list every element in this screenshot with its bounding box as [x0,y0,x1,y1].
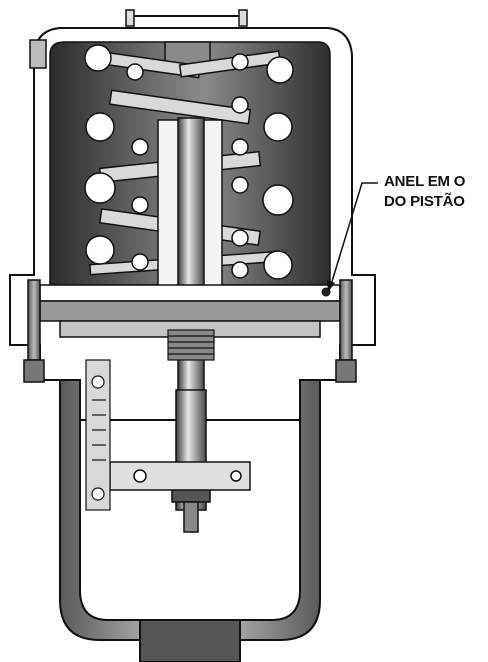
left-bolt [23,279,45,383]
yoke [59,379,321,662]
callout-arrowhead [327,280,335,292]
stem-lower [183,501,199,533]
top-lugs [125,9,248,27]
connector-bolt [133,469,147,483]
callout-leader [329,182,378,289]
piston-plate [39,284,341,338]
connector-arm [109,461,251,491]
callout-label-line-1: ANEL EM O [384,173,466,190]
right-bolt [335,279,357,383]
top-boss [164,41,211,65]
side-port [29,39,47,69]
callout-label-line-2: DO PISTÃO [384,193,465,210]
travel-scale [85,359,111,511]
central-rod [177,117,205,409]
connector-hole [230,470,242,482]
threaded-coupling [167,329,215,361]
